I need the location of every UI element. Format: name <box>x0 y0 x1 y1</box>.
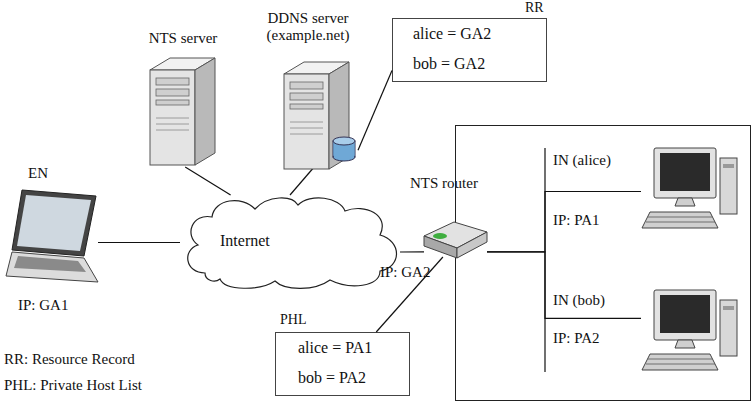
connector <box>376 257 443 332</box>
node-label: DDNS server (example.net) <box>256 10 360 44</box>
connector <box>290 166 315 195</box>
laptop-base <box>6 252 98 282</box>
connector <box>98 242 180 243</box>
connector <box>487 252 641 318</box>
laptop-symbol <box>6 190 98 282</box>
laptop-lid <box>12 190 96 256</box>
node-label: PHL <box>280 312 306 328</box>
database-top <box>333 137 355 145</box>
cloud-shape <box>188 198 397 288</box>
connector-line <box>185 167 230 195</box>
node-label: Internet <box>220 232 270 250</box>
node-text: alice = PA1 <box>298 339 372 357</box>
router-light <box>433 233 447 239</box>
node-text: IP: PA2 <box>553 330 600 347</box>
connector-line <box>376 257 443 332</box>
bus-line <box>544 148 545 372</box>
router-side <box>457 232 487 258</box>
ddns-server-symbol <box>284 62 349 169</box>
connector-line <box>290 166 315 195</box>
pc-alice-symbol <box>642 148 737 228</box>
router-symbol <box>424 222 487 258</box>
abbreviation-note: RR: Resource Record <box>4 351 135 368</box>
connector-line <box>98 242 180 243</box>
laptop-screen <box>17 195 91 251</box>
connector-line <box>358 70 392 150</box>
database-body <box>333 141 355 157</box>
node-text: bob = GA2 <box>413 55 485 73</box>
node-label: IN (alice) <box>553 152 611 169</box>
server-node: NTS server <box>128 30 238 167</box>
connector <box>185 167 230 195</box>
node-text: IP: PA1 <box>553 212 600 229</box>
abbreviation-note: PHL: Private Host List <box>4 377 142 394</box>
pc-bob-symbol <box>642 290 737 370</box>
database-symbol <box>333 137 355 161</box>
host-node: IN (bob)IP: PA2 <box>641 286 741 381</box>
network-cloud: Internet <box>180 195 400 290</box>
connector <box>400 251 424 252</box>
private-network-frame: IN (alice)IP: PA1IN (bob)IP: PA2 <box>455 125 751 401</box>
host-node: EN IP: GA1 <box>0 165 98 320</box>
node-label: IN (bob) <box>553 292 605 309</box>
router-front <box>424 236 457 258</box>
record-box: RRalice = GA2bob = GA2 <box>392 18 547 82</box>
connector-line <box>487 192 641 252</box>
record-box: PHLalice = PA1bob = PA2 <box>275 332 410 396</box>
connector-line <box>487 252 641 318</box>
cloud-outline <box>180 195 400 290</box>
node-text: IP: GA1 <box>18 297 68 314</box>
node-label: RR <box>525 0 544 16</box>
laptop-keyboard <box>14 256 86 272</box>
node-label: NTS server <box>128 30 238 47</box>
server-node: DDNS server (example.net) <box>258 8 358 166</box>
nts-server-symbol <box>150 58 215 165</box>
node-text: alice = GA2 <box>413 25 491 43</box>
node-text: bob = PA2 <box>298 369 366 387</box>
connector <box>358 70 392 150</box>
database-bottom <box>333 153 355 161</box>
node-label: EN <box>28 165 48 182</box>
node-text: IP: GA2 <box>380 264 430 281</box>
connector <box>487 192 641 252</box>
connector-line <box>400 251 424 252</box>
host-node: IN (alice)IP: PA1 <box>641 144 741 239</box>
node-label: NTS router <box>410 175 478 192</box>
router-top <box>424 222 487 248</box>
database-fill <box>334 141 355 156</box>
